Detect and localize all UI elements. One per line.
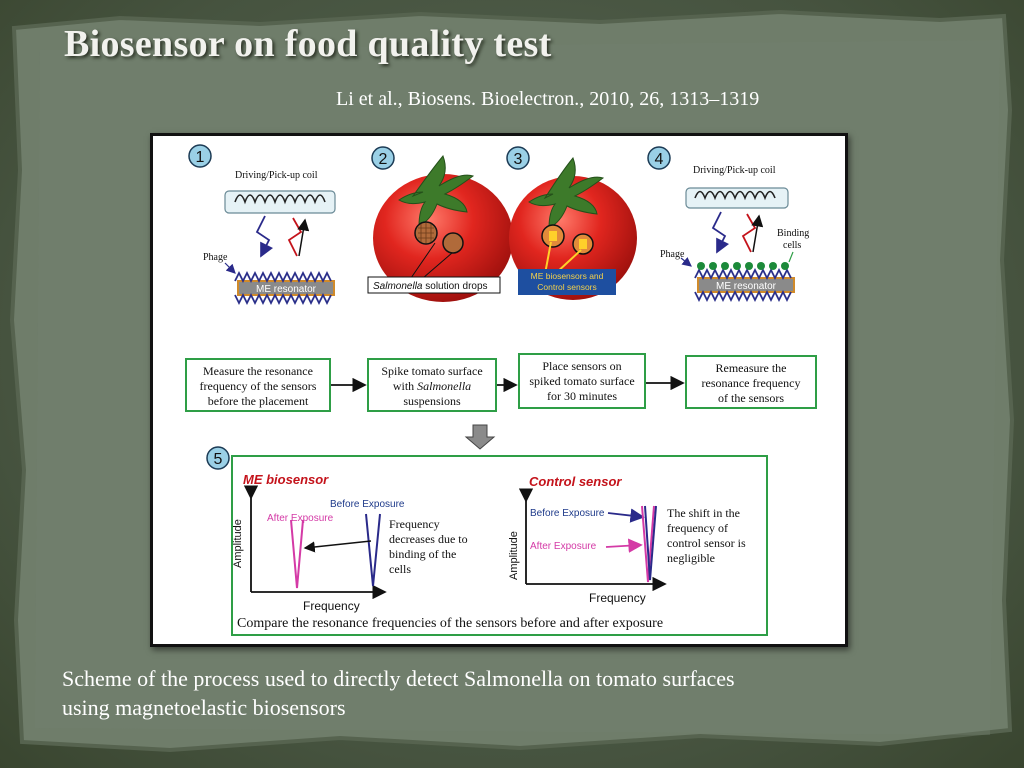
panel-5-results: ME biosensor Before Exposure After Expos… bbox=[231, 455, 768, 636]
step-badge-5: 5 bbox=[206, 446, 230, 470]
binding-label-line1: Binding bbox=[777, 228, 809, 239]
me-frequency-axis-label: Frequency bbox=[303, 599, 360, 613]
svg-text:5: 5 bbox=[214, 451, 223, 468]
coil-label-4: Driving/Pick-up coil bbox=[693, 165, 776, 176]
resonator-label-4: ME resonator bbox=[716, 281, 777, 292]
svg-text:Remeasure the: Remeasure the bbox=[716, 361, 787, 375]
svg-text:before the placement: before the placement bbox=[208, 394, 309, 408]
svg-text:binding of the: binding of the bbox=[389, 547, 456, 561]
citation-text: Li et al., Biosens. Bioelectron., 2010, … bbox=[336, 88, 760, 110]
phage-label-4: Phage bbox=[660, 249, 685, 260]
svg-text:spiked tomato surface: spiked tomato surface bbox=[529, 374, 634, 388]
svg-text:cells: cells bbox=[389, 562, 411, 576]
svg-text:Place sensors on: Place sensors on bbox=[542, 359, 621, 373]
svg-text:4: 4 bbox=[655, 151, 664, 168]
svg-text:Measure the resonance: Measure the resonance bbox=[203, 364, 313, 378]
control-sensor-title: Control sensor bbox=[529, 474, 622, 489]
me-biosensors-label-line1: ME biosensors and bbox=[531, 271, 604, 281]
caption-line-1: Scheme of the process used to directly d… bbox=[62, 666, 735, 691]
svg-text:suspensions: suspensions bbox=[403, 394, 461, 408]
svg-text:control sensor is: control sensor is bbox=[667, 536, 746, 550]
panel-1-sensor-diagram: Driving/Pick-up coil Phage ME resonator bbox=[203, 170, 336, 306]
svg-text:2: 2 bbox=[379, 151, 388, 168]
svg-text:frequency of the sensors: frequency of the sensors bbox=[200, 379, 317, 393]
binding-label-line2: cells bbox=[783, 240, 801, 251]
step-badge-2: 2 bbox=[371, 146, 395, 170]
compare-frequencies-text: Compare the resonance frequencies of the… bbox=[237, 616, 663, 631]
flow-step-4-box: Remeasure the resonance frequency of the… bbox=[685, 355, 817, 409]
slide-title: Biosensor on food quality test bbox=[64, 23, 552, 65]
svg-text:Spike tomato surface: Spike tomato surface bbox=[381, 364, 482, 378]
svg-text:for 30 minutes: for 30 minutes bbox=[547, 389, 617, 403]
control-frequency-axis-label: Frequency bbox=[589, 591, 646, 605]
svg-text:of the sensors: of the sensors bbox=[718, 391, 784, 405]
svg-text:The shift in the: The shift in the bbox=[667, 506, 740, 520]
me-after-exposure-label: After Exposure bbox=[267, 513, 334, 524]
panel-2-tomato: Salmonella solution drops bbox=[367, 155, 513, 302]
coil-label-1: Driving/Pick-up coil bbox=[235, 170, 318, 181]
svg-text:negligible: negligible bbox=[667, 551, 715, 565]
me-biosensor-title: ME biosensor bbox=[243, 472, 329, 487]
flow-step-3-box: Place sensors on spiked tomato surface f… bbox=[518, 353, 646, 409]
flow-step-1-box: Measure the resonance frequency of the s… bbox=[185, 358, 331, 412]
me-biosensors-label-line2: Control sensors bbox=[537, 282, 597, 292]
svg-text:frequency of: frequency of bbox=[667, 521, 728, 535]
control-before-exposure-label: Before Exposure bbox=[530, 508, 605, 519]
caption-line-2: using magnetoelastic biosensors bbox=[62, 695, 346, 720]
panel-4-sensor-diagram: Driving/Pick-up coil Binding cells Phage… bbox=[660, 165, 809, 303]
svg-text:decreases due to: decreases due to bbox=[389, 532, 468, 546]
svg-text:Frequency: Frequency bbox=[389, 517, 440, 531]
control-amplitude-axis-label: Amplitude bbox=[508, 531, 520, 580]
flow-arrows bbox=[331, 375, 685, 393]
resonator-label-1: ME resonator bbox=[256, 284, 317, 295]
figure-caption: Scheme of the process used to directly d… bbox=[62, 664, 942, 722]
svg-text:3: 3 bbox=[514, 151, 523, 168]
svg-text:1: 1 bbox=[196, 149, 205, 166]
svg-text:with Salmonella: with Salmonella bbox=[393, 379, 471, 393]
control-after-exposure-label: After Exposure bbox=[530, 541, 597, 552]
salmonella-drops-label: Salmonella solution drops bbox=[373, 281, 488, 292]
figure-scheme: 1 2 3 4 5 Driving/Pick-up coil bbox=[150, 133, 848, 647]
panel-3-tomato: ME biosensors and Control sensors bbox=[509, 157, 637, 300]
down-arrow-icon bbox=[464, 424, 496, 450]
flow-step-2-box: Spike tomato surface with Salmonella sus… bbox=[367, 358, 497, 412]
step-badge-1: 1 bbox=[188, 144, 212, 168]
me-before-exposure-label: Before Exposure bbox=[330, 499, 405, 510]
step-badge-4: 4 bbox=[647, 146, 671, 170]
phage-label-1: Phage bbox=[203, 252, 228, 263]
me-amplitude-axis-label: Amplitude bbox=[232, 519, 244, 568]
step-badge-3: 3 bbox=[506, 146, 530, 170]
svg-text:resonance frequency: resonance frequency bbox=[702, 376, 801, 390]
